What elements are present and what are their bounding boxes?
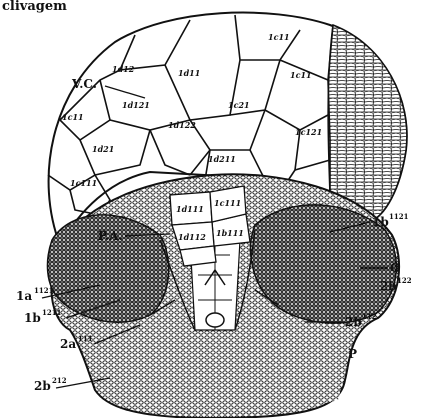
- cell-label: 1d211: [208, 154, 236, 164]
- cell-label: 1d111: [176, 204, 204, 214]
- cell-label: 1b111: [216, 228, 244, 238]
- svg-text:112: 112: [362, 312, 377, 321]
- cell-label: 1d112: [178, 232, 206, 242]
- cell-label: 1d122: [168, 120, 196, 130]
- svg-text:1121: 1121: [34, 286, 54, 295]
- svg-text:2b: 2b: [345, 315, 362, 329]
- diagram-caption: clivagem: [2, 0, 67, 14]
- vegetal-mass: [47, 174, 399, 418]
- cell-label: 1c21: [228, 100, 250, 110]
- svg-text:1a: 1a: [16, 289, 32, 303]
- label-o: O: [390, 261, 400, 275]
- label-vc: V.C.: [71, 77, 97, 91]
- cell-label: 1c11: [268, 32, 290, 42]
- right-micromere-region: [328, 25, 407, 222]
- cell-label: 1d21: [92, 144, 114, 154]
- cell-label: 1d11: [178, 68, 200, 78]
- svg-text:1b: 1b: [372, 215, 389, 229]
- cell-label: 1c111: [70, 178, 97, 188]
- label-pa: P.A.: [98, 229, 123, 243]
- label-2b122: 2b 122: [380, 276, 412, 293]
- cell-label: 1d121: [122, 100, 150, 110]
- svg-text:2b: 2b: [34, 379, 51, 393]
- svg-text:1121: 1121: [389, 212, 409, 221]
- svg-text:2b: 2b: [380, 279, 397, 293]
- cell-label: 1c111: [214, 198, 241, 208]
- svg-text:1b: 1b: [24, 311, 41, 325]
- cell-label: 1d12: [112, 64, 135, 74]
- svg-text:122: 122: [397, 276, 412, 285]
- svg-text:2a: 2a: [60, 337, 76, 351]
- cell-label: 1c121: [295, 127, 322, 137]
- svg-text:1211: 1211: [42, 308, 62, 317]
- central-pore: [206, 313, 224, 327]
- cell-label: 1c11: [290, 70, 312, 80]
- svg-text:111: 111: [78, 334, 93, 343]
- svg-text:212: 212: [52, 376, 67, 385]
- lower-pole-region: [109, 324, 342, 409]
- cell-label: 1c11: [62, 112, 84, 122]
- label-p: P: [348, 347, 357, 361]
